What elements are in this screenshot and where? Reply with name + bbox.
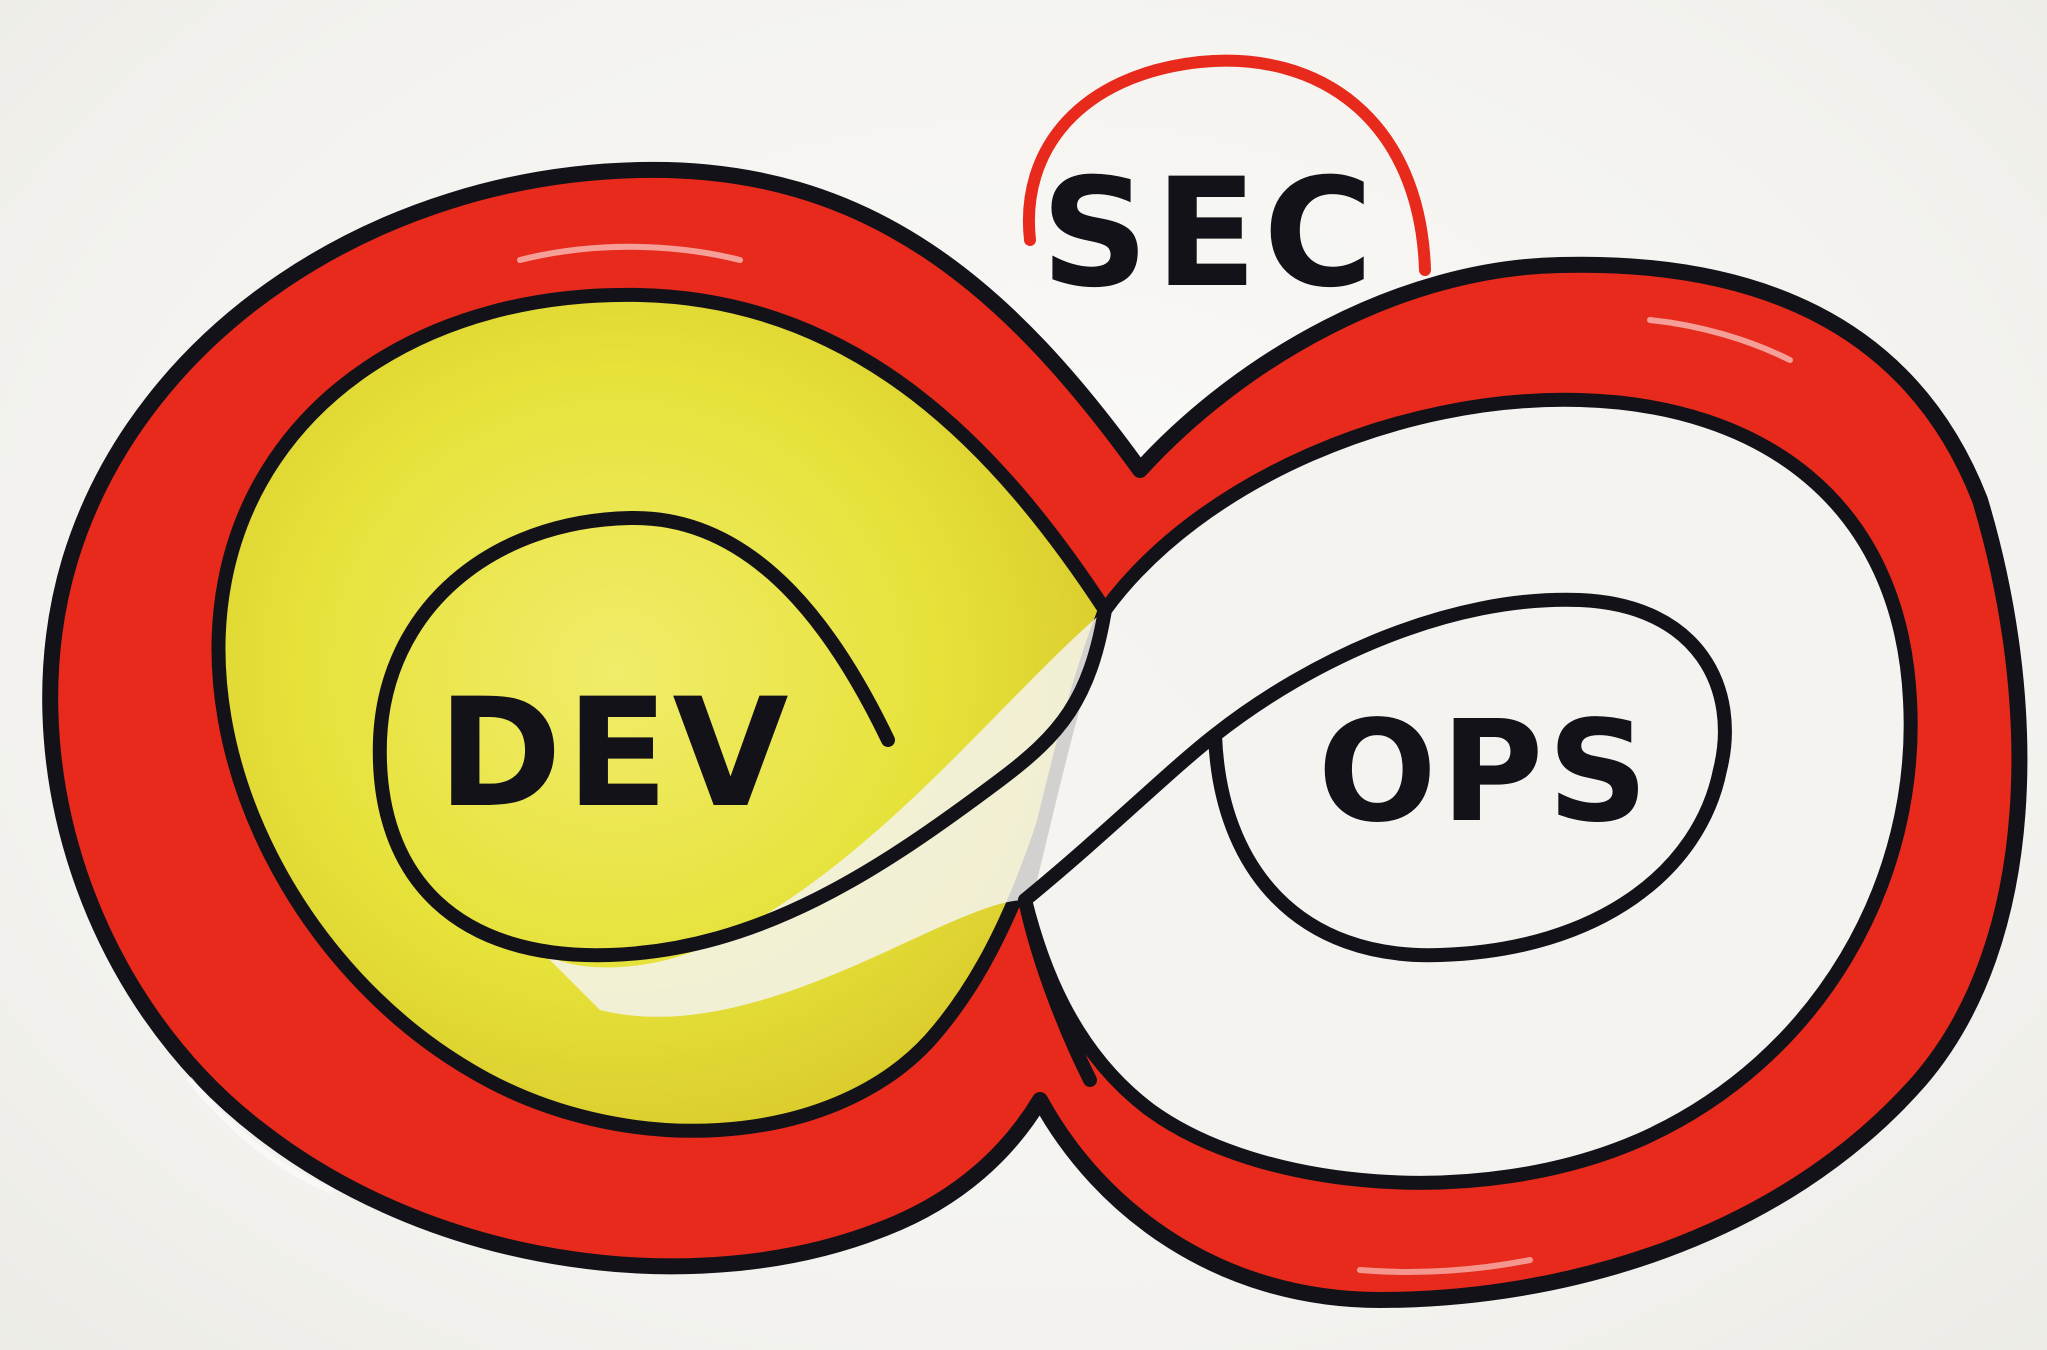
ops-tail-curve: [1018, 893, 1097, 1087]
dev-inner-loop: [372, 510, 1112, 963]
crossing-ribbon: [540, 610, 1215, 1017]
sec-arc: [1022, 54, 1431, 276]
band-highlight: [1357, 1257, 1533, 1275]
dev-label: DEV: [437, 667, 792, 841]
band-highlight: [1647, 317, 1793, 363]
band-highlight: [187, 1077, 333, 1193]
band-highlight: [517, 243, 743, 263]
ops-label: OPS: [1318, 691, 1652, 854]
sec-label: SEC: [1041, 147, 1380, 321]
ops-inner-loop: [1018, 592, 1732, 963]
